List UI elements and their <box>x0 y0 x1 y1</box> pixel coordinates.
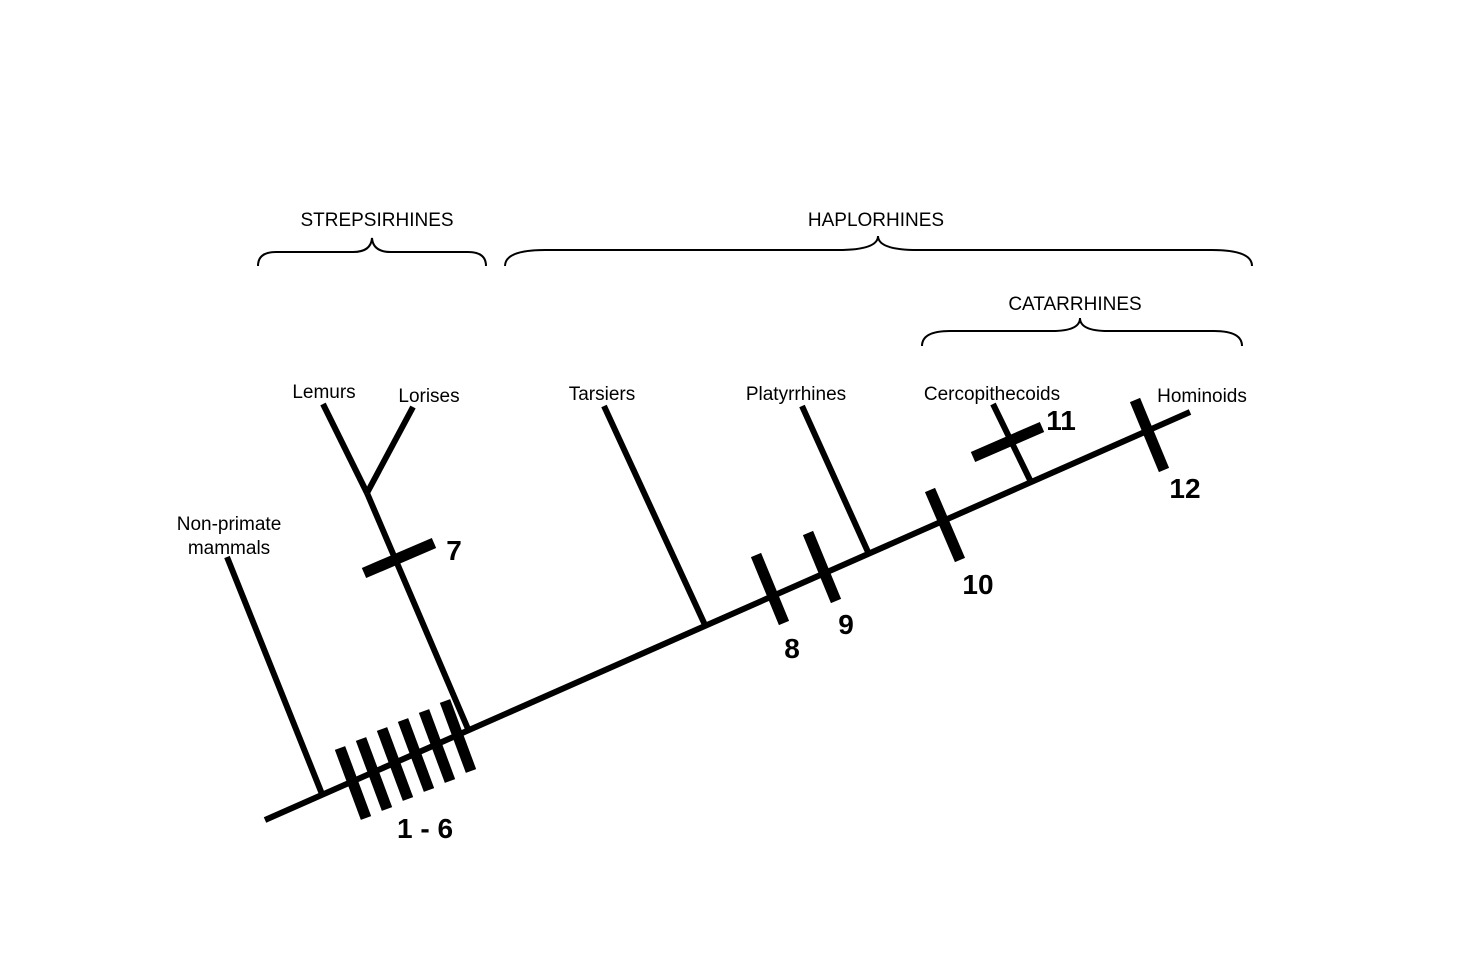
branch-non-primate <box>224 555 325 796</box>
taxon-label-tarsiers: Tarsiers <box>569 384 636 405</box>
char-number-7: 7 <box>446 535 462 566</box>
taxon-label-lemurs: Lemurs <box>292 382 355 403</box>
brace-haplorhines <box>504 235 1253 267</box>
char-bar-1 <box>334 746 372 820</box>
char-number-1-6: 1 - 6 <box>397 813 453 844</box>
char-bar-4 <box>397 718 435 792</box>
brace-strepsirhines <box>257 237 487 267</box>
char-number-12: 12 <box>1169 473 1200 504</box>
branch-lorises <box>364 405 416 495</box>
brace-catarrhines <box>921 317 1243 347</box>
group-label-catarrhines: CATARRHINES <box>1008 294 1141 315</box>
branch-lemurs <box>320 402 370 495</box>
char-bar-12 <box>1129 397 1170 473</box>
char-bar-6 <box>439 699 477 773</box>
group-label-strepsirhines: STREPSIRHINES <box>300 210 453 231</box>
char-bar-11 <box>970 421 1045 463</box>
char-bar-9 <box>802 530 842 604</box>
taxon-label-lorises: Lorises <box>398 386 459 407</box>
taxon-label-hominoids: Hominoids <box>1157 386 1247 407</box>
char-bar-7 <box>361 537 437 579</box>
char-number-9: 9 <box>838 609 854 640</box>
char-number-10: 10 <box>962 569 993 600</box>
taxon-label-platyrrhines: Platyrrhines <box>746 384 846 405</box>
group-label-haplorhines: HAPLORHINES <box>808 210 944 231</box>
char-bar-5 <box>418 709 456 783</box>
taxon-label-non-primate-line1: Non-primate <box>177 514 282 535</box>
char-number-8: 8 <box>784 633 800 664</box>
branch-tarsiers <box>601 404 708 627</box>
char-bar-8 <box>750 552 790 626</box>
branch-platyrrhines <box>799 404 871 554</box>
character-bars <box>334 397 1170 820</box>
taxon-label-cercopithecoids: Cercopithecoids <box>924 384 1060 405</box>
char-number-11: 11 <box>1046 405 1076 436</box>
taxon-label-non-primate-line2: mammals <box>188 538 270 559</box>
main-axis <box>263 409 1192 823</box>
branch-strepsirhine-stem <box>364 491 471 731</box>
char-bar-10 <box>924 487 966 563</box>
char-bar-2 <box>355 737 393 811</box>
char-bar-3 <box>376 727 414 801</box>
